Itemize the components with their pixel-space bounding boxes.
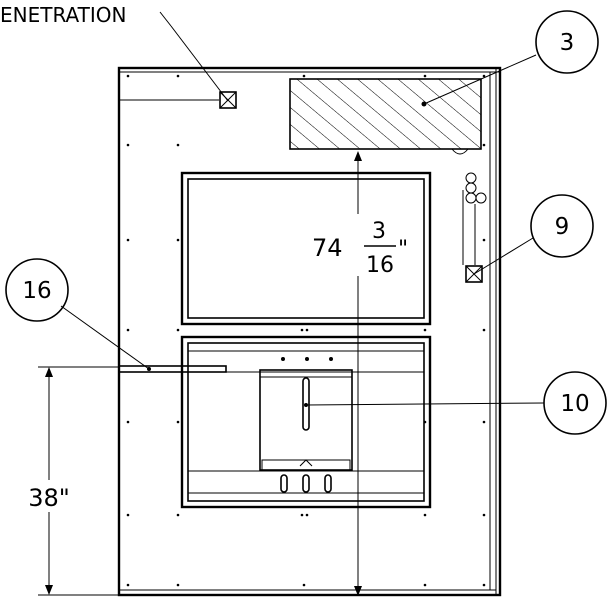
dimension-height: 74 3 16 " <box>308 151 412 596</box>
dim-height-whole: 74 <box>312 234 343 262</box>
hatched-component <box>289 78 482 155</box>
dim-lower-label: 38" <box>28 484 70 512</box>
mounting-bracket <box>259 369 353 493</box>
side-fittings <box>462 172 487 283</box>
balloon-10-label: 10 <box>560 391 589 417</box>
balloon-3: 3 <box>421 10 599 107</box>
lower-panel <box>180 335 432 509</box>
balloon-9-label: 9 <box>555 214 570 240</box>
dim-height-num: 3 <box>372 219 386 244</box>
penetration-callout: ENETRATION <box>0 3 229 102</box>
penetration-box <box>219 91 237 109</box>
fastener-dots <box>126 74 486 587</box>
balloon-16-label: 16 <box>22 278 51 304</box>
dimension-lower: 38" <box>22 366 118 596</box>
balloon-16: 16 <box>5 258 150 370</box>
dim-height-unit: " <box>398 237 408 262</box>
balloon-3-label: 3 <box>560 30 575 56</box>
penetration-label: ENETRATION <box>0 3 126 27</box>
balloon-9: 9 <box>473 194 594 275</box>
cabinet-panel <box>117 66 502 597</box>
balloon-10: 10 <box>305 371 607 435</box>
dim-height-den: 16 <box>366 253 394 278</box>
shelf-bar <box>118 365 227 373</box>
upper-window <box>180 171 432 326</box>
